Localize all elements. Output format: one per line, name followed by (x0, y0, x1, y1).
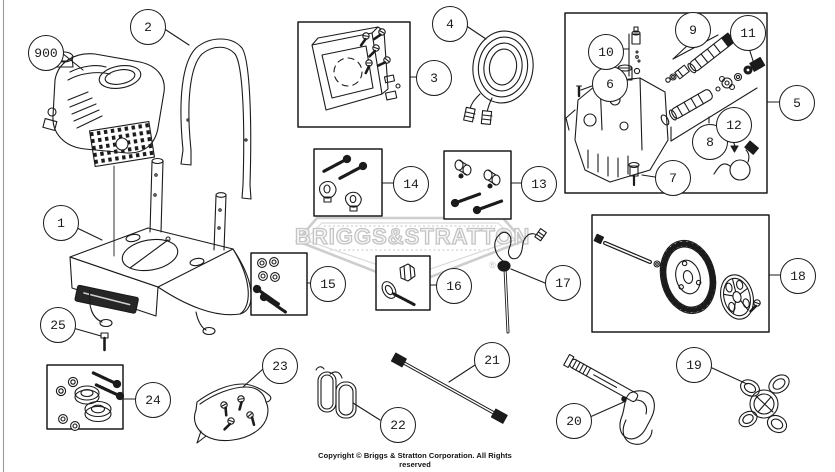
hose-coil-drawing (463, 30, 534, 126)
callout-11: 11 (730, 15, 766, 51)
hardware-kit-14-box (313, 148, 383, 217)
bearing-kit-box (46, 364, 127, 431)
callout-3: 3 (416, 60, 452, 96)
screw-bag-drawing (193, 383, 272, 444)
callout-13: 13 (521, 166, 557, 202)
wire-holder-drawing (315, 366, 357, 419)
tube-drawing (390, 352, 508, 424)
hardware-kit-15-box (250, 252, 308, 318)
callout-19: 19 (676, 347, 712, 383)
callout-1: 1 (43, 205, 79, 241)
callout-4: 4 (432, 6, 468, 42)
callout-900: 900 (28, 35, 64, 71)
frame-drawing (69, 157, 252, 336)
handle-drawing (180, 38, 252, 200)
callout-15: 15 (310, 266, 346, 302)
gun-holder-drawing (738, 374, 790, 434)
wheel-kit-box (591, 214, 770, 333)
frame-bolt-drawing (100, 332, 109, 353)
callout-25: 25 (40, 307, 76, 343)
hardware-kit-13-box (443, 150, 512, 220)
callout-leader-lines (61, 24, 781, 421)
registered-trademark-icon: ® (489, 260, 496, 270)
callout-2: 2 (130, 9, 166, 45)
callout-8: 8 (692, 124, 728, 160)
copyright-text: Copyright © Briggs & Stratton Corporatio… (318, 451, 512, 469)
siphon-tube-drawing (494, 228, 547, 334)
callout-23: 23 (262, 348, 298, 384)
callout-17: 17 (545, 265, 581, 301)
callout-18: 18 (780, 258, 816, 294)
spray-gun-drawing (563, 353, 655, 445)
callout-9: 9 (675, 12, 711, 48)
callout-16: 16 (436, 268, 472, 304)
callout-22: 22 (380, 407, 416, 443)
callout-6: 6 (592, 66, 628, 102)
watermark-text: BRIGGS&STRATTON (294, 223, 531, 249)
callout-12: 12 (716, 107, 752, 143)
callout-14: 14 (393, 166, 429, 202)
callout-20: 20 (556, 403, 592, 439)
callout-21: 21 (474, 342, 510, 378)
callout-5: 5 (779, 85, 815, 121)
callout-7: 7 (655, 160, 691, 196)
panel-box (297, 21, 411, 128)
hardware-kit-16-box (375, 255, 431, 311)
callout-10: 10 (588, 34, 624, 70)
callout-24: 24 (135, 382, 171, 418)
